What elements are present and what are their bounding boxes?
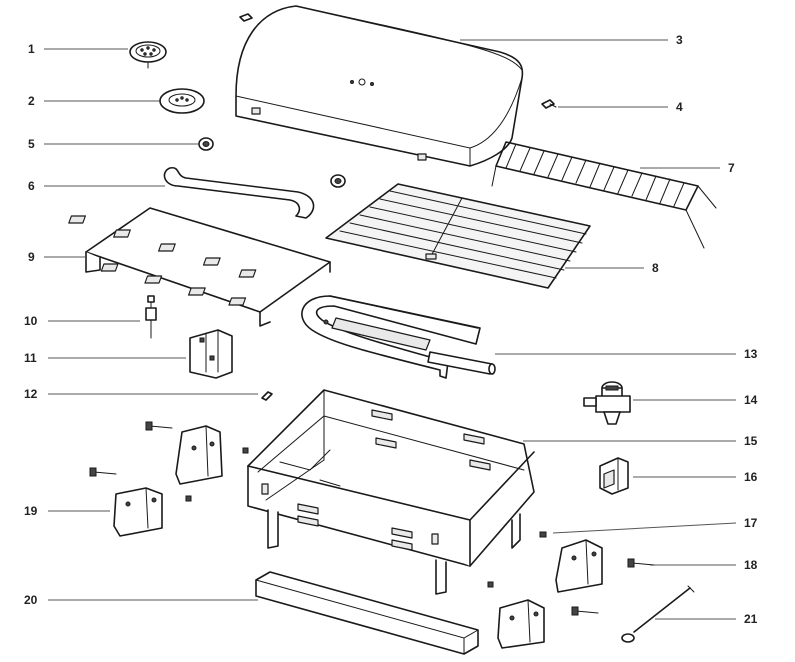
part-1-thermometer (129, 41, 167, 69)
callout-3: 3 (676, 33, 683, 47)
callout-21: 21 (744, 612, 758, 626)
callout-5: 5 (28, 137, 35, 151)
part-15-firebox (247, 389, 535, 595)
callout-numbers: 1 2 3 4 5 6 7 8 9 10 11 12 13 14 15 16 1… (24, 33, 758, 626)
callout-16: 16 (744, 470, 758, 484)
callout-15: 15 (744, 434, 758, 448)
callout-2: 2 (28, 94, 35, 108)
part-17-screws (185, 447, 547, 588)
callout-6: 6 (28, 179, 35, 193)
callout-14: 14 (744, 393, 758, 407)
part-11-bracket (189, 329, 233, 379)
part-7-warming-rack (491, 141, 717, 249)
part-21-wire (621, 585, 695, 643)
callout-8: 8 (652, 261, 659, 275)
callout-13: 13 (744, 347, 758, 361)
part-3-lid (235, 5, 524, 167)
part-6-handle (163, 166, 315, 219)
part-8-cooking-grate (325, 183, 591, 289)
part-19-leg-brackets (113, 425, 603, 649)
callout-12: 12 (24, 387, 38, 401)
callout-18: 18 (744, 558, 758, 572)
callout-4: 4 (676, 100, 683, 114)
callout-11: 11 (24, 351, 37, 365)
part-16-clip (599, 457, 629, 495)
part-14-valve (583, 381, 631, 425)
leader-lines (44, 39, 737, 620)
callout-7: 7 (728, 161, 735, 175)
part-4-screw (541, 99, 557, 109)
part-5-grommet (198, 137, 346, 188)
callout-1: 1 (28, 42, 35, 56)
callout-20: 20 (24, 593, 38, 607)
part-2-bezel (159, 88, 205, 114)
callout-9: 9 (28, 250, 35, 264)
part-18-bolts (89, 421, 655, 616)
part-9-heat-tent (68, 207, 331, 327)
callout-17: 17 (744, 516, 758, 530)
part-10-electrode (145, 295, 157, 339)
part-13-burner (301, 295, 496, 379)
part-20-leg-bar (255, 571, 479, 655)
part-12-screw (261, 391, 273, 401)
callout-10: 10 (24, 314, 38, 328)
callout-19: 19 (24, 504, 38, 518)
